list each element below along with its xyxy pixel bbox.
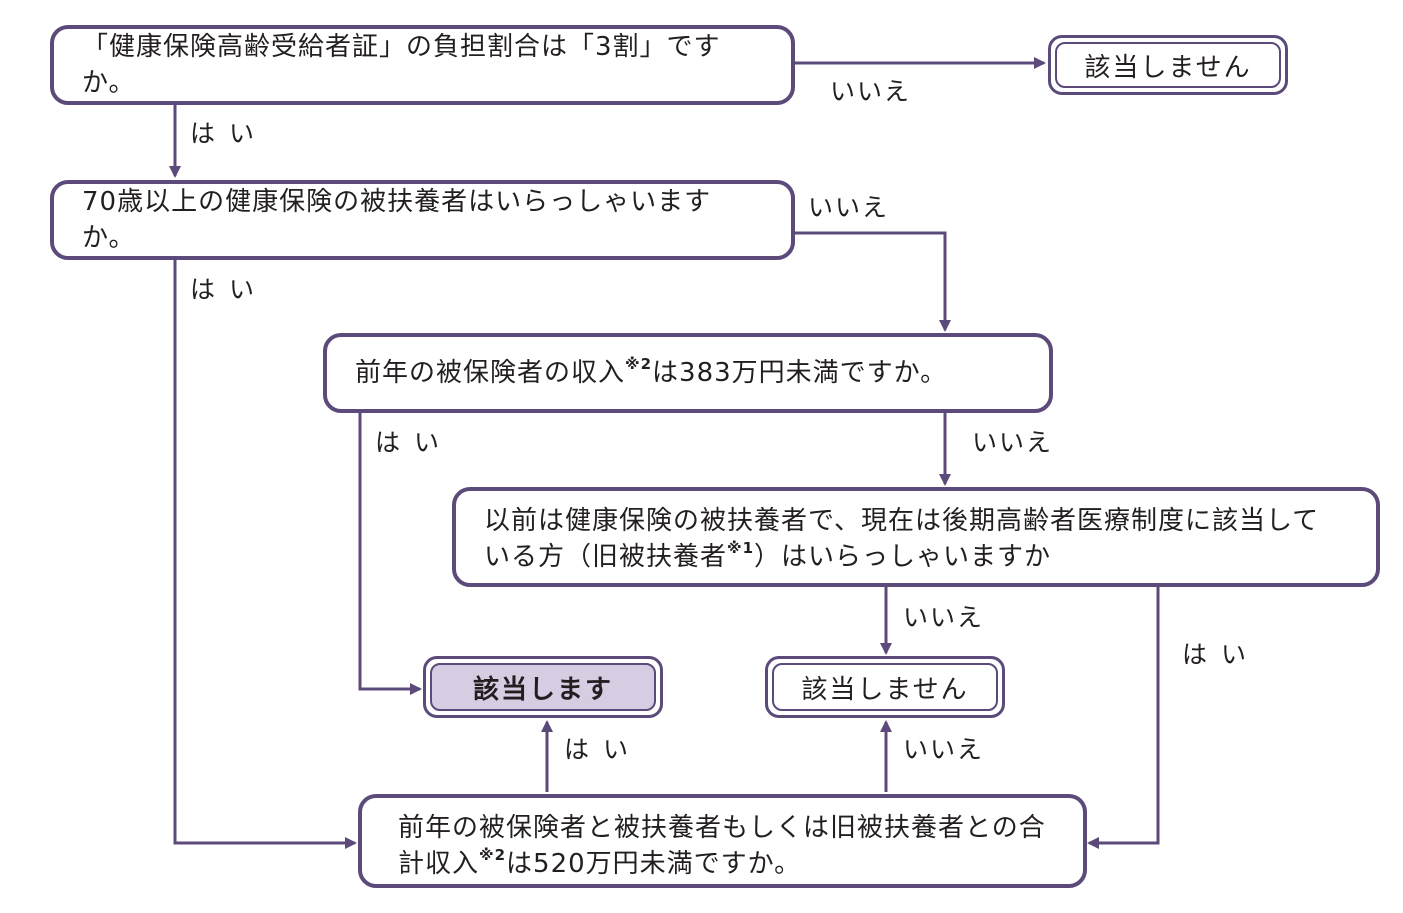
label-q1-yes: はい (190, 119, 269, 148)
arrow-q3-yes (358, 413, 422, 695)
question-2-text: 70歳以上の健康保険の被扶養者はいらっしゃいますか。 (82, 187, 712, 253)
label-q2-yes: はい (190, 275, 269, 304)
label-q1-no: いいえ (830, 77, 912, 106)
question-box-1: 「健康保険高齢受給者証」の負担割合は「3割」ですか。 (50, 25, 795, 105)
arrow-q2-no (793, 231, 951, 332)
question-box-3: 前年の被保険者の収入※2は383万円未満ですか。 (323, 333, 1053, 413)
result-not-applicable-mid: 該当しません (765, 656, 1005, 718)
question-box-4: 以前は健康保険の被扶養者で、現在は後期高齢者医療制度に該当して いる方（旧被扶養… (452, 487, 1380, 587)
arrow-q4-yes (1087, 585, 1160, 849)
question-1-text: 「健康保険高齢受給者証」の負担割合は「3割」ですか。 (82, 32, 721, 98)
result-not-applicable-top-label: 該当しません (1055, 42, 1281, 88)
result-applicable-label: 該当します (430, 663, 656, 711)
result-not-applicable-mid-label: 該当しません (772, 663, 998, 711)
label-q5-yes: はい (564, 735, 643, 764)
question-4-text: 以前は健康保険の被扶養者で、現在は後期高齢者医療制度に該当して いる方（旧被扶養… (484, 506, 1320, 572)
label-q4-no: いいえ (903, 603, 985, 632)
label-q2-no: いいえ (808, 193, 890, 222)
footnote-mark: ※1 (727, 539, 755, 558)
question-box-5: 前年の被保険者と被扶養者もしくは旧被扶養者との合 計収入※2は520万円未満です… (358, 794, 1087, 888)
question-5-text: 前年の被保険者と被扶養者もしくは旧被扶養者との合 計収入※2は520万円未満です… (398, 813, 1046, 879)
footnote-mark: ※2 (479, 846, 507, 865)
question-box-2: 70歳以上の健康保険の被扶養者はいらっしゃいますか。 (50, 180, 795, 260)
label-q3-no: いいえ (972, 428, 1054, 457)
question-3-text: 前年の被保険者の収入※2は383万円未満ですか。 (355, 355, 948, 388)
label-q4-yes: はい (1182, 640, 1261, 669)
arrow-q2-yes (173, 260, 357, 849)
label-q3-yes: はい (375, 428, 454, 457)
footnote-mark: ※2 (625, 355, 653, 374)
result-not-applicable-top: 該当しません (1048, 35, 1288, 95)
label-q5-no: いいえ (903, 735, 985, 764)
result-applicable: 該当します (423, 656, 663, 718)
